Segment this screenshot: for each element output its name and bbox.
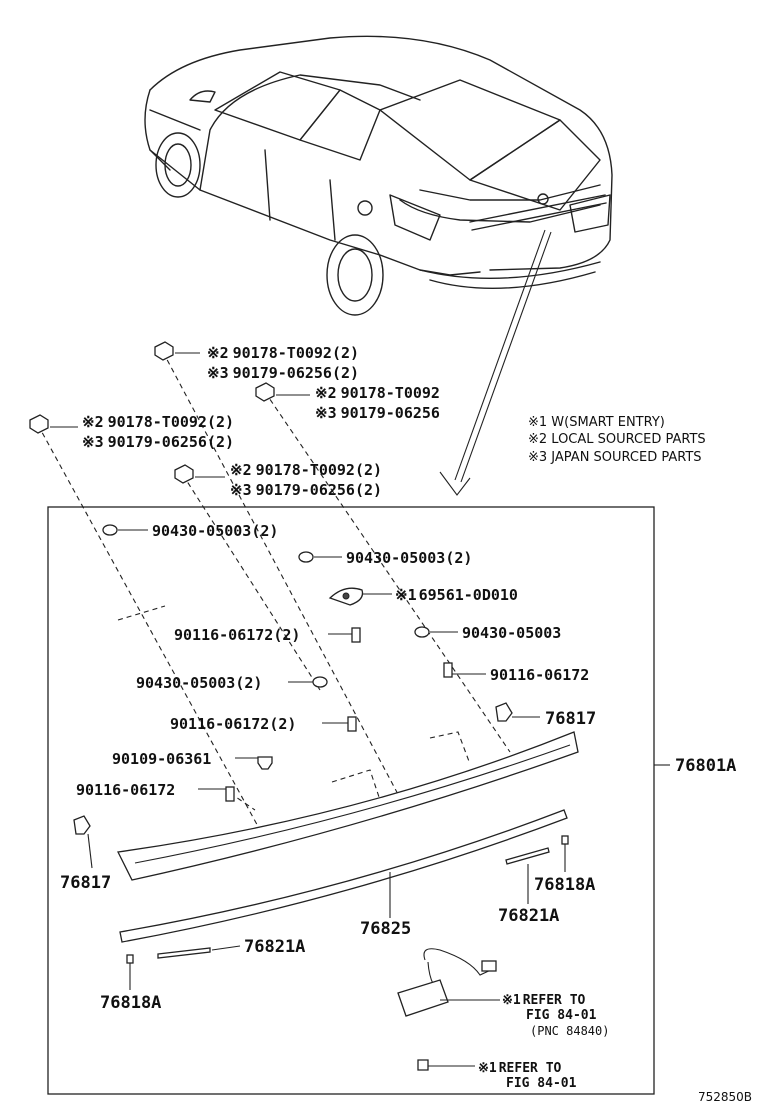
connector-part (481, 960, 497, 972)
callout-label: 76818A (534, 875, 595, 895)
clip-part (495, 702, 513, 722)
stud-part (351, 627, 361, 643)
callout-label: 90116-06172 (490, 666, 589, 684)
tape-part (157, 947, 211, 959)
callout-label: 90430-05003(2) (152, 522, 278, 540)
car-illustration (144, 35, 613, 316)
refer-note: FIG 84-01 (506, 1076, 577, 1091)
callout-label: 90116-06172(2) (170, 715, 296, 733)
stud-part (443, 662, 453, 678)
callout-label: 90430-05003 (462, 624, 561, 642)
location-arrow (439, 229, 552, 496)
callout-label: 76821A (498, 906, 559, 926)
refer-note: FIG 84-01 (526, 1008, 597, 1023)
screw-part (417, 1059, 429, 1071)
legend-note-3: ※3 JAPAN SOURCED PARTS (528, 450, 702, 465)
refer-note: (PNC 84840) (530, 1024, 609, 1038)
callout-label: 76821A (244, 937, 305, 957)
assembly-frame (47, 506, 655, 1095)
callout-label: 76817 (60, 873, 111, 893)
callout-label: 90116-06172 (76, 781, 175, 799)
nut-part (174, 464, 194, 484)
legend: ※1 W(SMART ENTRY) ※2 LOCAL SOURCED PARTS… (528, 415, 706, 465)
callout-label: 90116-06172(2) (174, 626, 300, 644)
pad-part (561, 835, 569, 845)
figure-id: 752850B (698, 1090, 752, 1104)
callout-label: 76818A (100, 993, 161, 1013)
callout-label: 76825 (360, 919, 411, 939)
washer-part (312, 676, 328, 688)
nut-part (154, 341, 174, 361)
nut-part (255, 382, 275, 402)
moulding-part (119, 809, 568, 943)
clip-part (73, 815, 91, 835)
tape-part (505, 847, 550, 865)
callout-label: 76817 (545, 709, 596, 729)
lamp-part (397, 979, 449, 1017)
callout-label: 90430-05003(2) (346, 549, 472, 567)
legend-note-2: ※2 LOCAL SOURCED PARTS (528, 432, 706, 447)
washer-part (298, 551, 314, 563)
parts (29, 341, 579, 1071)
pad-part (126, 954, 134, 964)
assembly-lines (37, 351, 511, 831)
leader-lines (50, 352, 566, 1067)
callout-label: 90109-06361 (112, 750, 211, 768)
stud-part (347, 716, 357, 732)
legend-note-1: ※1 W(SMART ENTRY) (528, 415, 665, 430)
screw-part (257, 756, 273, 770)
nut-part (29, 414, 49, 434)
washer-part (414, 626, 430, 638)
stud-part (225, 786, 235, 802)
callout-label: 76801A (675, 756, 736, 776)
washer-part (102, 524, 118, 536)
callout-label: 90430-05003(2) (136, 674, 262, 692)
